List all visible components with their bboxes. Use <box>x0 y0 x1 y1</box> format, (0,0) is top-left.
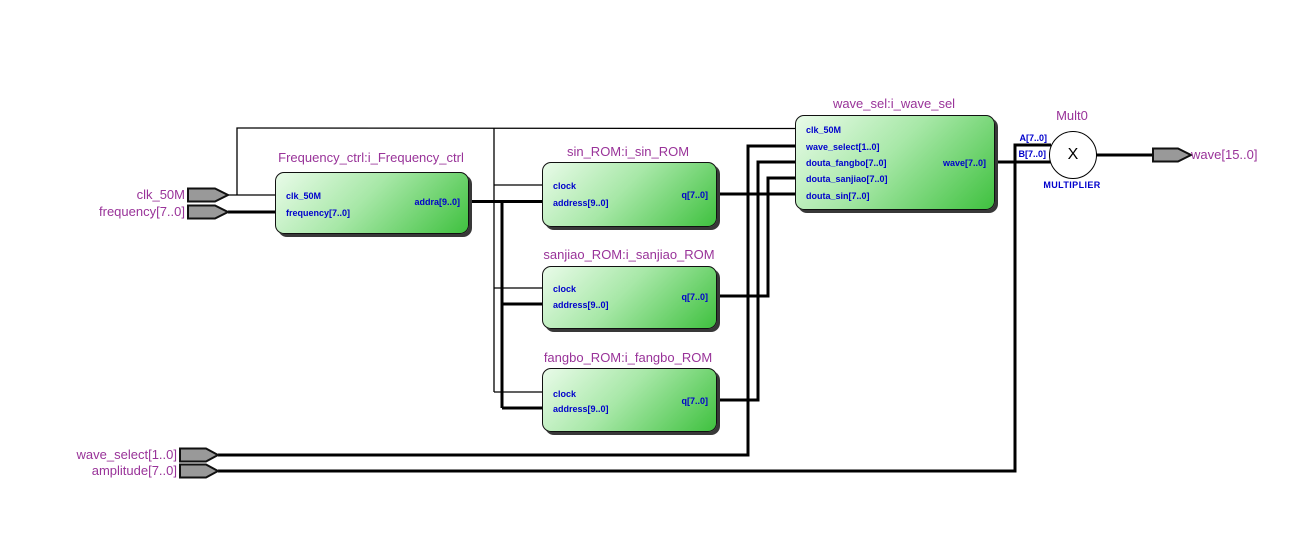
port-freqctrl-clk: clk_50M <box>286 191 322 201</box>
multiplier-x-glyph: X <box>1067 146 1079 163</box>
port-fangborom-address: address[9..0] <box>553 404 609 414</box>
port-sanjiaorom-q: q[7..0] <box>681 292 708 302</box>
port-freqctrl-frequency: frequency[7..0] <box>286 208 351 218</box>
block-title-frequency-ctrl: Frequency_ctrl:i_Frequency_ctrl <box>278 150 464 165</box>
port-sanjiaorom-address: address[9..0] <box>553 300 609 310</box>
input-label-frequency: frequency[7..0] <box>99 204 185 219</box>
output-pin-wave[interactable] <box>1152 147 1194 163</box>
port-wavesel-douta-sin: douta_sin[7..0] <box>806 191 870 201</box>
block-sin-rom[interactable]: clock address[9..0] q[7..0] <box>542 162 717 227</box>
port-wavesel-clk: clk_50M <box>806 125 842 135</box>
input-pin-clk-50m[interactable] <box>187 187 231 203</box>
port-sinrom-address: address[9..0] <box>553 198 609 208</box>
output-label-wave15: wave[15..0] <box>1191 147 1258 162</box>
port-sanjiaorom-clock: clock <box>553 284 577 294</box>
block-wave-sel[interactable]: clk_50M wave_select[1..0] douta_fangbo[7… <box>795 115 995 210</box>
block-title-sin-rom: sin_ROM:i_sin_ROM <box>566 144 690 159</box>
port-wavesel-douta-fangbo: douta_fangbo[7..0] <box>806 158 887 168</box>
port-sinrom-q: q[7..0] <box>681 190 708 200</box>
port-sinrom-clock: clock <box>553 181 577 191</box>
block-title-wave-sel: wave_sel:i_wave_sel <box>832 96 956 111</box>
port-wavesel-wave: wave[7..0] <box>942 158 986 168</box>
bus-wave-select <box>218 144 795 457</box>
bus-amplitude <box>218 143 1051 473</box>
port-wavesel-wave-select: wave_select[1..0] <box>806 142 880 152</box>
multiplier-type-label: MULTIPLIER <box>1043 180 1101 190</box>
input-label-wave-select: wave_select[1..0] <box>76 447 177 462</box>
block-title-sanjiao-rom: sanjiao_ROM:i_sanjiao_ROM <box>543 247 715 262</box>
bus-sanjiao-q <box>715 176 795 298</box>
port-wavesel-douta-sanjiao: douta_sanjiao[7..0] <box>806 174 888 184</box>
input-pin-frequency[interactable] <box>187 204 231 220</box>
block-frequency-ctrl[interactable]: clk_50M frequency[7..0] addra[9..0] <box>275 172 469 234</box>
pin-symbols <box>179 147 1194 479</box>
port-mult-b: B[7..0] <box>1018 149 1046 159</box>
block-title-fangbo-rom: fangbo_ROM:i_fangbo_ROM <box>543 350 713 365</box>
block-sanjiao-rom[interactable]: clock address[9..0] q[7..0] <box>542 266 717 329</box>
port-fangborom-q: q[7..0] <box>681 396 708 406</box>
bus-group <box>218 143 1154 473</box>
block-title-mult0: Mult0 <box>1056 108 1088 123</box>
block-fangbo-rom[interactable]: clock address[9..0] q[7..0] <box>542 368 717 432</box>
input-label-clk-50m: clk_50M <box>136 187 185 202</box>
multiplier-symbol[interactable]: X <box>1049 131 1097 179</box>
port-fangborom-clock: clock <box>553 389 577 399</box>
input-label-amplitude: amplitude[7..0] <box>91 463 177 478</box>
input-pin-amplitude[interactable] <box>179 463 221 479</box>
net-clk-top-run <box>236 127 796 195</box>
input-pin-wave-select[interactable] <box>179 447 221 463</box>
bus-fangbo-q <box>715 160 795 402</box>
port-freqctrl-addra: addra[9..0] <box>414 197 460 207</box>
port-mult-a: A[7..0] <box>1019 133 1047 143</box>
